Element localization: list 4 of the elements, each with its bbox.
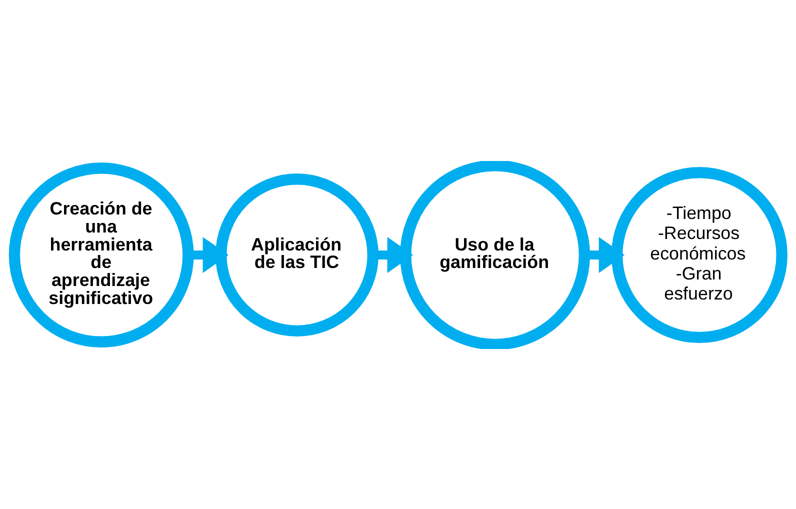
node-circle: Uso de la gamificación xyxy=(400,160,590,348)
node-circle: Aplicación de las TIC xyxy=(215,173,379,336)
node-circle: -Tiempo -Recursos económicos -Gran esfuerzo xyxy=(611,166,788,343)
node-circle: Creación de una herramienta de aprendizaje significativo xyxy=(8,162,194,347)
